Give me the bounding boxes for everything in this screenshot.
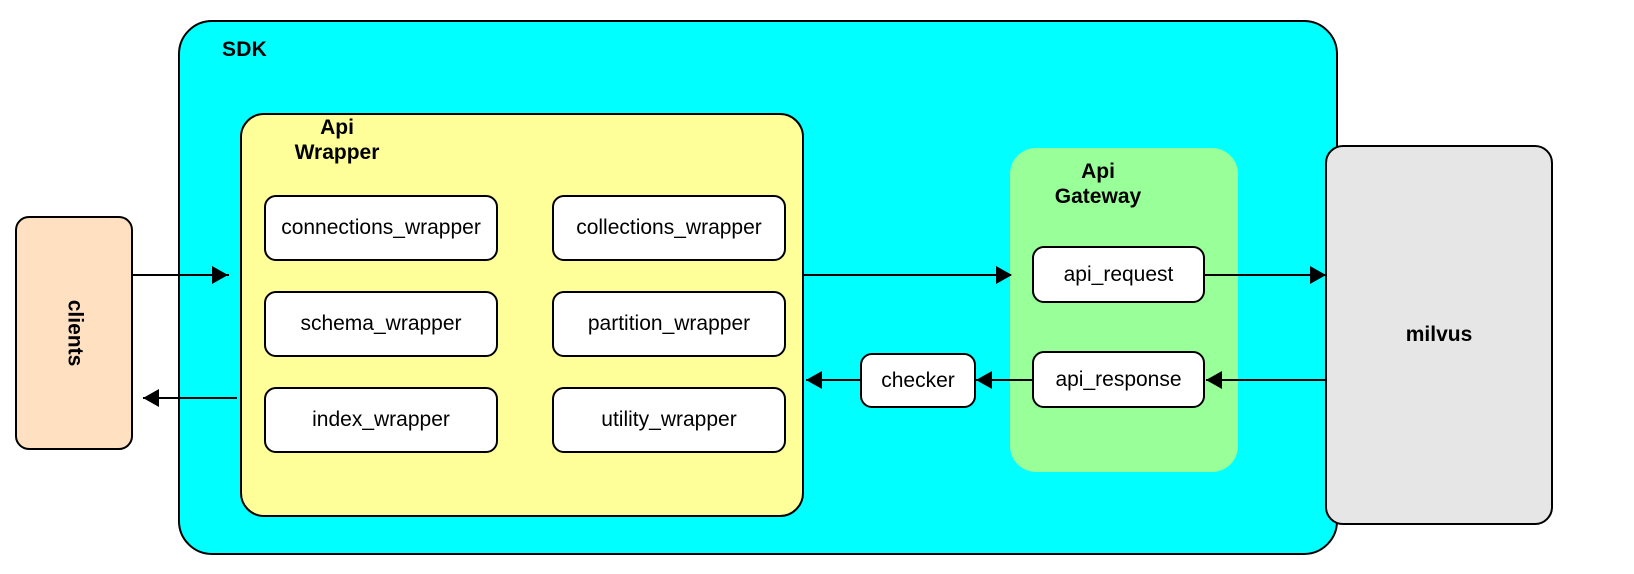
node-collections-wrapper[interactable]: collections_wrapper xyxy=(552,195,786,261)
connector-api-response-to-checker xyxy=(976,379,1034,381)
api-wrapper-label-line2: Wrapper xyxy=(294,140,380,164)
node-schema-wrapper[interactable]: schema_wrapper xyxy=(264,291,498,357)
arrowhead-milvus-to-api-response-icon xyxy=(1206,371,1222,389)
node-api-response[interactable]: api_response xyxy=(1032,351,1205,408)
milvus-node: milvus xyxy=(1325,145,1553,525)
clients-label: clients xyxy=(63,299,86,367)
arrowhead-clients-to-wrapper-icon xyxy=(212,266,228,284)
node-connections-wrapper[interactable]: connections_wrapper xyxy=(264,195,498,261)
node-label: checker xyxy=(881,368,955,392)
api-gateway-label-line2: Gateway xyxy=(1054,184,1142,208)
node-api-request[interactable]: api_request xyxy=(1032,246,1205,303)
sdk-label: SDK xyxy=(222,38,267,61)
connector-checker-to-wrapper xyxy=(806,379,861,381)
api-wrapper-label: Api Wrapper xyxy=(257,116,417,166)
connector-wrapper-to-clients xyxy=(143,397,237,399)
node-label: api_response xyxy=(1055,367,1182,391)
node-utility-wrapper[interactable]: utility_wrapper xyxy=(552,387,786,453)
arrowhead-api-response-to-checker-icon xyxy=(976,371,992,389)
api-wrapper-label-line1: Api xyxy=(320,116,354,139)
connector-clients-to-wrapper xyxy=(133,274,229,276)
api-gateway-container xyxy=(1010,148,1238,472)
connector-api-request-to-milvus xyxy=(1204,274,1326,276)
node-label: connections_wrapper xyxy=(281,216,481,239)
connector-wrapper-to-gateway xyxy=(803,274,1011,276)
arrowhead-api-request-to-milvus-icon xyxy=(1310,266,1326,284)
arrowhead-checker-to-wrapper-icon xyxy=(806,371,822,389)
api-gateway-label: Api Gateway xyxy=(1022,160,1174,210)
node-label: partition_wrapper xyxy=(587,312,751,335)
api-gateway-label-line1: Api xyxy=(1081,160,1115,183)
node-label: collections_wrapper xyxy=(576,216,762,239)
node-index-wrapper[interactable]: index_wrapper xyxy=(264,387,498,453)
node-label: index_wrapper xyxy=(312,408,450,431)
node-label: schema_wrapper xyxy=(300,312,462,335)
node-label: utility_wrapper xyxy=(601,408,737,431)
connector-milvus-to-api-response xyxy=(1206,379,1326,381)
node-partition-wrapper[interactable]: partition_wrapper xyxy=(552,291,786,357)
node-checker[interactable]: checker xyxy=(860,353,976,408)
milvus-label: milvus xyxy=(1405,323,1473,346)
clients-node: clients xyxy=(15,216,133,450)
arrowhead-wrapper-to-clients-icon xyxy=(143,389,159,407)
arrowhead-wrapper-to-gateway-icon xyxy=(996,266,1012,284)
node-label: api_request xyxy=(1063,262,1174,286)
